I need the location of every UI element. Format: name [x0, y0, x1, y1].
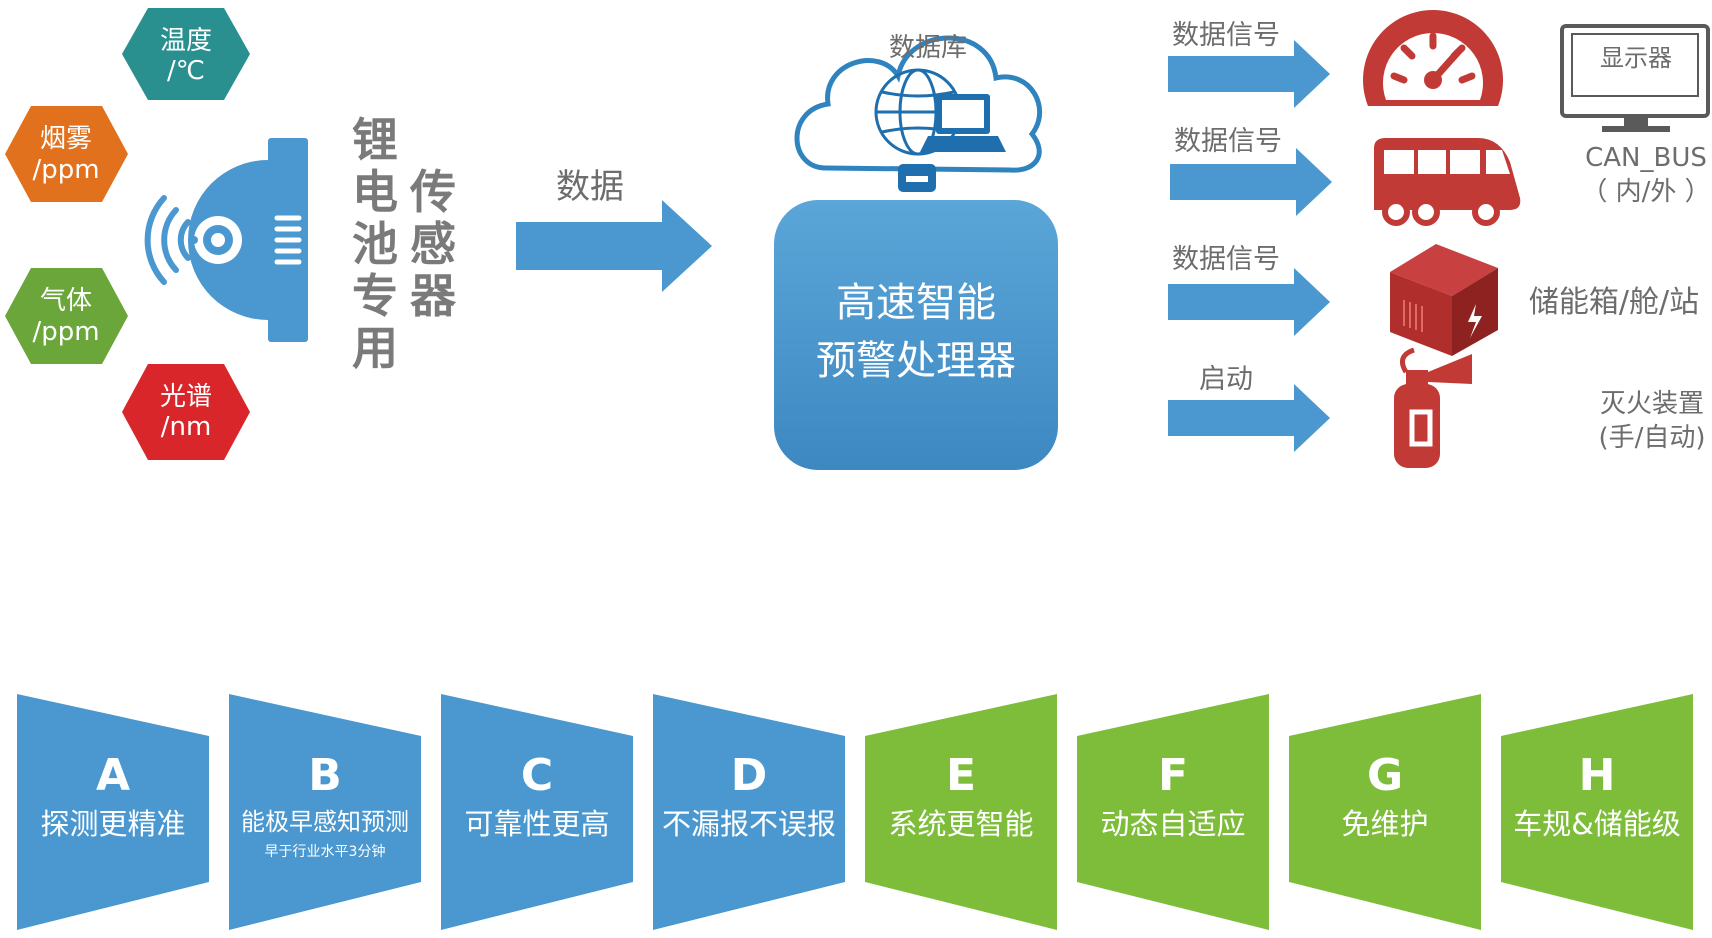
- sensor-temperature-label: 温度: [160, 26, 212, 56]
- output-label-canbus-line1: CAN_BUS: [1585, 143, 1707, 173]
- feature-text-b: 能极早感知预测: [241, 808, 409, 836]
- sensor-spectrum-unit: /nm: [161, 412, 212, 442]
- data-arrow-label: 数据: [556, 167, 624, 207]
- feature-letter-f: F: [1158, 750, 1188, 801]
- sensor-smoke-unit: /ppm: [32, 155, 99, 185]
- output-arrow-4: 启动: [1168, 364, 1330, 452]
- laptop-icon: [920, 94, 1006, 152]
- sensor-temperature-unit: /℃: [167, 56, 205, 86]
- sensor-title-col2: 传 感 器: [409, 165, 457, 323]
- feature-letter-g: G: [1367, 750, 1403, 801]
- sensor-spectrum-label: 光谱: [160, 382, 212, 412]
- svg-text:专: 专: [352, 269, 398, 323]
- feature-letter-h: H: [1579, 750, 1616, 801]
- fire-extinguisher-icon: [1394, 347, 1472, 468]
- svg-text:池: 池: [352, 217, 398, 271]
- gauge-icon: [1363, 10, 1503, 107]
- svg-text:用: 用: [352, 321, 398, 375]
- sensor-title-col1: 锂 电 池 专 用: [352, 113, 398, 375]
- sensor-device-icon: [144, 138, 308, 342]
- feature-text-c: 可靠性更高: [464, 807, 609, 841]
- output-label-battery: 储能箱/舱/站: [1529, 285, 1699, 320]
- sensor-hex-gas: 气体 /ppm: [5, 268, 128, 364]
- feature-text-g: 免维护: [1341, 807, 1428, 841]
- svg-text:锂: 锂: [352, 113, 398, 167]
- svg-text:器: 器: [410, 269, 457, 323]
- feature-letter-d: D: [731, 750, 768, 801]
- battery-box-icon: [1390, 244, 1498, 356]
- output-arrow-2: 数据信号: [1170, 126, 1332, 216]
- output-arrow-3: 数据信号: [1168, 244, 1330, 336]
- sensor-smoke-label: 烟雾: [40, 124, 92, 154]
- sensor-gas-unit: /ppm: [32, 317, 99, 347]
- feature-banner-f: F 动态自适应: [1077, 694, 1269, 930]
- output-label-extinguisher-line2: (手/自动): [1598, 423, 1705, 453]
- sensor-hex-spectrum: 光谱 /nm: [122, 364, 250, 460]
- feature-text-e: 系统更智能: [888, 807, 1033, 841]
- svg-text:电: 电: [352, 165, 398, 219]
- feature-banner-g: G 免维护: [1289, 694, 1481, 930]
- svg-text:传: 传: [409, 165, 456, 219]
- feature-text-f: 动态自适应: [1100, 807, 1245, 841]
- processor-line1: 高速智能: [836, 280, 996, 326]
- output-signal-1: 数据信号: [1172, 20, 1280, 51]
- feature-text-a: 探测更精准: [40, 807, 185, 841]
- feature-banner-c: C 可靠性更高: [441, 694, 633, 930]
- output-signal-2: 数据信号: [1174, 126, 1282, 157]
- output-label-canbus: CAN_BUS （ 内/外 ）: [1581, 143, 1710, 207]
- bus-icon: [1374, 138, 1521, 226]
- feature-banner-a: A 探测更精准: [17, 694, 209, 930]
- cloud-database-icon: 数据库: [794, 33, 1043, 192]
- output-label-canbus-line2: （ 内/外 ）: [1581, 177, 1710, 207]
- feature-letter-b: B: [308, 750, 342, 801]
- feature-text-d: 不漏报不误报: [662, 807, 836, 841]
- output-label-extinguisher-line1: 灭火装置: [1600, 389, 1704, 419]
- processor-line2: 预警处理器: [816, 338, 1016, 384]
- feature-letter-e: E: [946, 750, 976, 801]
- feature-banner-e: E 系统更智能: [865, 694, 1057, 930]
- svg-text:感: 感: [410, 217, 456, 271]
- processor-box: 高速智能 预警处理器: [774, 200, 1058, 470]
- sensor-hex-smoke: 烟雾 /ppm: [5, 106, 128, 202]
- sensor-hex-temperature: 温度 /℃: [122, 8, 250, 100]
- feature-text-h: 车规&储能级: [1513, 807, 1681, 841]
- cloud-database-label: 数据库: [889, 33, 967, 63]
- data-arrow: 数据: [516, 167, 712, 292]
- monitor-icon: 显示器: [1560, 24, 1710, 132]
- output-signal-4: 启动: [1199, 364, 1253, 395]
- feature-banner-h: H 车规&储能级: [1501, 694, 1693, 930]
- feature-subtext-b: 早于行业水平3分钟: [265, 843, 386, 860]
- output-label-monitor: 显示器: [1600, 44, 1672, 72]
- sensor-gas-label: 气体: [40, 286, 92, 316]
- feature-banner-d: D 不漏报不误报: [653, 694, 845, 930]
- output-signal-3: 数据信号: [1172, 244, 1280, 275]
- output-arrow-1: 数据信号: [1168, 20, 1330, 108]
- feature-letter-a: A: [96, 750, 130, 801]
- feature-letter-c: C: [521, 750, 553, 801]
